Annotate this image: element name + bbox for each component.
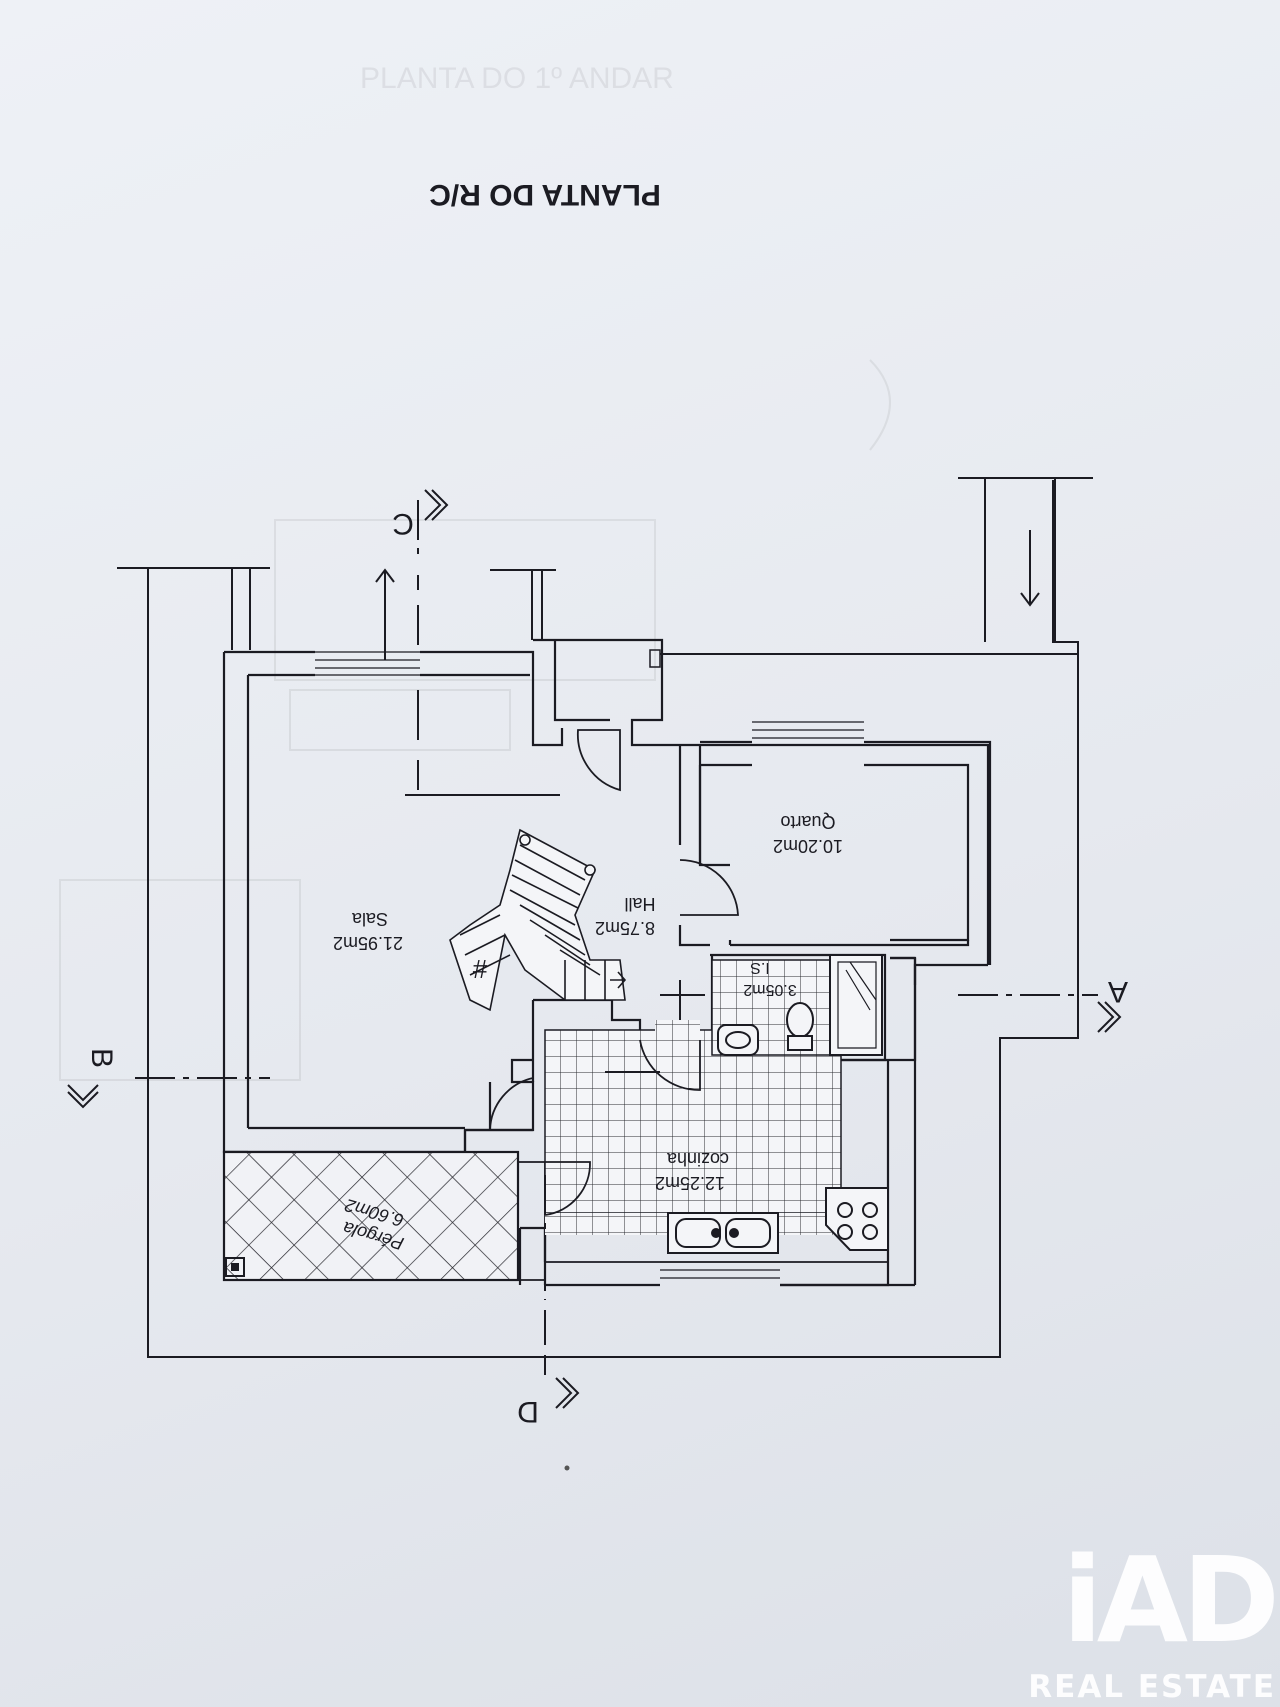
room-area-sala: 21.95m2: [333, 933, 403, 953]
walls: [222, 638, 992, 1287]
section-label-c: C: [392, 507, 414, 540]
room-name-quarto: Quarto: [780, 812, 835, 832]
room-name-hall: Hall: [624, 894, 655, 914]
room-area-cozinha: 12.25m2: [655, 1173, 725, 1193]
section-marker-b: [67, 1084, 99, 1109]
pergola-area: [222, 1150, 546, 1282]
section-marker-d: [555, 1377, 580, 1409]
section-label-b: B: [85, 1048, 118, 1068]
room-area-is: 3.05m2: [743, 981, 796, 998]
lot-boundary: [117, 477, 1093, 1358]
section-label-a: A: [1108, 975, 1128, 1008]
watermark-logo: iAD: [1062, 1531, 1280, 1669]
room-name-sala: Sala: [351, 909, 388, 929]
room-name-cozinha: cozinha: [666, 1149, 729, 1169]
section-label-d: D: [517, 1395, 539, 1428]
stair-symbol: #: [472, 954, 487, 984]
section-marker-c: [424, 489, 449, 521]
doors: [489, 729, 739, 1216]
room-area-quarto: 10.20m2: [773, 836, 843, 856]
svg-text:PLANTA DO 1º ANDAR: PLANTA DO 1º ANDAR: [360, 62, 674, 95]
watermark-subtitle: REAL ESTATE: [1028, 1669, 1276, 1705]
section-lines: [135, 500, 1098, 1375]
room-name-is: I.S: [750, 959, 770, 976]
kitchen-fixtures: [667, 1187, 889, 1254]
section-marker-a: [1097, 1001, 1122, 1033]
room-area-hall: 8.75m2: [595, 918, 655, 938]
kitchen-floor-tiles: [544, 1020, 842, 1235]
watermark: iAD REAL ESTATE: [1020, 1531, 1280, 1707]
bathroom-fixtures: [717, 1002, 814, 1056]
staircase: [449, 828, 627, 1012]
plan-title: PLANTA DO R/C: [429, 178, 661, 211]
bleed-through-ghost: PLANTA DO 1º ANDAR: [59, 62, 891, 1081]
paper-dot: [564, 1465, 570, 1471]
